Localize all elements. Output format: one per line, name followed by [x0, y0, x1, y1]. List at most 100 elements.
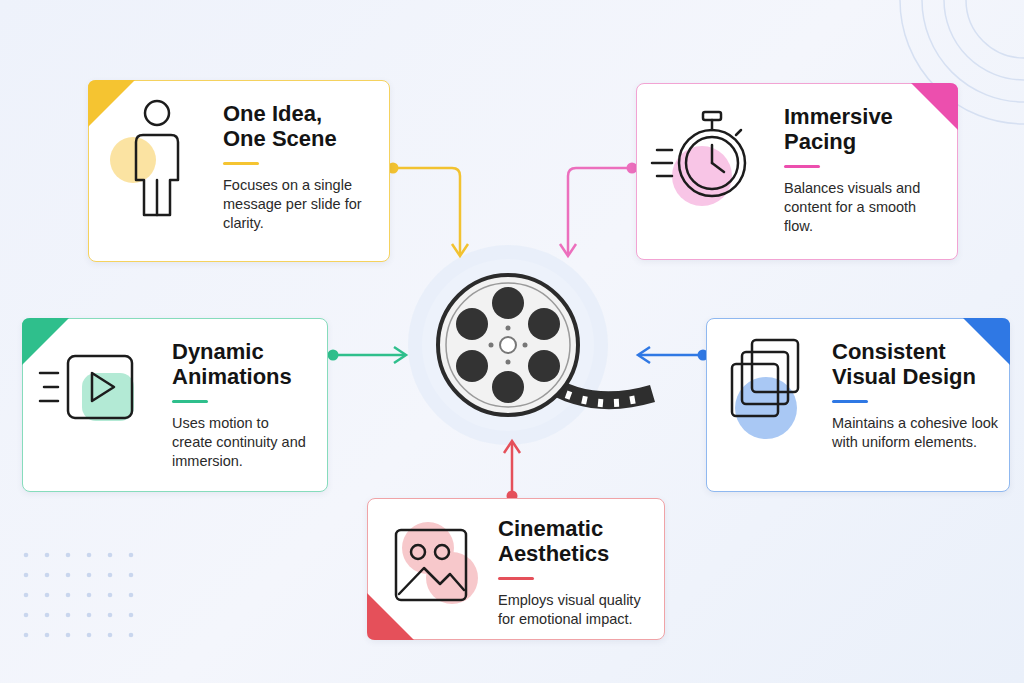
stopwatch-icon — [652, 112, 745, 196]
decor-dots — [108, 633, 113, 638]
arrow-green — [328, 347, 407, 363]
film-reel — [456, 308, 488, 340]
layers-icon — [732, 364, 778, 416]
film-reel — [506, 326, 511, 331]
box-heading: Immersive Pacing — [784, 104, 924, 154]
stopwatch-icon — [657, 175, 672, 178]
decor-arcs — [966, 0, 1024, 58]
film-reel — [492, 287, 524, 319]
decor-dots — [129, 553, 134, 558]
decor-dots — [24, 633, 29, 638]
film-strip — [565, 391, 572, 400]
film-reel — [438, 275, 578, 415]
corner-green — [22, 318, 69, 365]
stopwatch-icon — [686, 137, 738, 189]
box-heading: Consistent Visual Design — [832, 339, 982, 389]
play-icon — [44, 386, 58, 389]
corner-yellow — [88, 80, 135, 127]
corner-blue — [963, 318, 1010, 365]
arrow-green — [328, 350, 339, 361]
box-heading: Dynamic Animations — [172, 339, 312, 389]
decor-dots — [24, 573, 29, 578]
accent-bar — [498, 577, 534, 580]
arrow-pink — [560, 244, 576, 256]
decor-dots — [66, 553, 71, 558]
decor-dots — [108, 553, 113, 558]
decor-dots — [129, 573, 134, 578]
stopwatch-icon — [652, 112, 745, 206]
decor-arcs — [944, 0, 1024, 80]
arrow-green — [394, 347, 406, 363]
arrow-yellow — [393, 168, 460, 254]
decor-dots — [66, 573, 71, 578]
arrow-pink — [568, 168, 632, 254]
accent-bar — [223, 162, 259, 165]
image-icon — [396, 530, 466, 600]
text-column: One Idea, One SceneFocuses on a single m… — [223, 101, 383, 233]
film-strip — [598, 399, 604, 407]
corner-pink — [911, 83, 958, 130]
corner-blue — [963, 318, 1010, 365]
play-icon — [92, 373, 114, 401]
corner-red — [367, 593, 414, 640]
layers-icon — [735, 377, 797, 439]
box-description: Focuses on a single message per slide fo… — [223, 176, 383, 233]
person-icon — [156, 180, 159, 215]
stopwatch-icon — [736, 130, 741, 135]
box-description: Employs visual quality for emotional imp… — [498, 591, 658, 629]
decor-dots — [45, 573, 50, 578]
play-icon — [40, 400, 58, 403]
play-icon — [40, 356, 132, 418]
arrow-yellow — [452, 244, 468, 256]
reel-glow — [408, 245, 608, 445]
image-icon — [402, 522, 454, 574]
corner-yellow — [88, 80, 135, 127]
image-icon — [435, 545, 449, 559]
image-icon — [411, 545, 425, 559]
decor-dots — [45, 613, 50, 618]
decor-dots — [87, 613, 92, 618]
film-reel — [438, 275, 578, 415]
text-column: Immersive PacingBalances visuals and con… — [784, 104, 944, 236]
stopwatch-icon — [712, 163, 724, 172]
decor-dots — [66, 633, 71, 638]
reel-glow — [422, 259, 594, 431]
decor-dots — [66, 593, 71, 598]
concept-box: Consistent Visual DesignMaintains a cohe… — [706, 318, 1010, 492]
accent-bar — [784, 165, 820, 168]
box-heading: Cinematic Aesthetics — [498, 516, 648, 566]
decor-dots — [87, 633, 92, 638]
arrow-red — [511, 443, 514, 496]
decor-dots — [24, 593, 29, 598]
decor-dots — [108, 593, 113, 598]
arrow-blue — [638, 347, 709, 363]
play-icon — [40, 356, 134, 421]
film-reel — [506, 360, 511, 365]
layers-icon — [742, 352, 788, 404]
stopwatch-icon — [711, 120, 714, 130]
film-reel — [489, 343, 494, 348]
play-icon — [40, 372, 58, 375]
accent-bar — [832, 400, 868, 403]
decor-dots — [87, 553, 92, 558]
concept-box: Cinematic AestheticsEmploys visual quali… — [367, 498, 665, 640]
film-reel — [528, 350, 560, 382]
decor-dots — [45, 553, 50, 558]
text-column: Dynamic AnimationsUses motion to create … — [172, 339, 312, 471]
arrow-blue — [638, 347, 650, 363]
film-strip — [565, 391, 636, 408]
stopwatch-icon — [657, 149, 672, 152]
film-strip — [581, 396, 588, 405]
reel-glow — [408, 245, 608, 445]
film-reel — [456, 350, 488, 382]
accent-bar — [172, 400, 208, 403]
box-description: Balances visuals and content for a smoot… — [784, 179, 944, 236]
arrow-green — [333, 354, 404, 357]
decor-dots — [108, 613, 113, 618]
arrow-red — [504, 441, 520, 453]
decor-dots — [129, 633, 134, 638]
concept-box: One Idea, One SceneFocuses on a single m… — [88, 80, 390, 262]
decor-dots — [129, 613, 134, 618]
arrow-yellow — [388, 163, 469, 257]
film-reel — [492, 371, 524, 403]
